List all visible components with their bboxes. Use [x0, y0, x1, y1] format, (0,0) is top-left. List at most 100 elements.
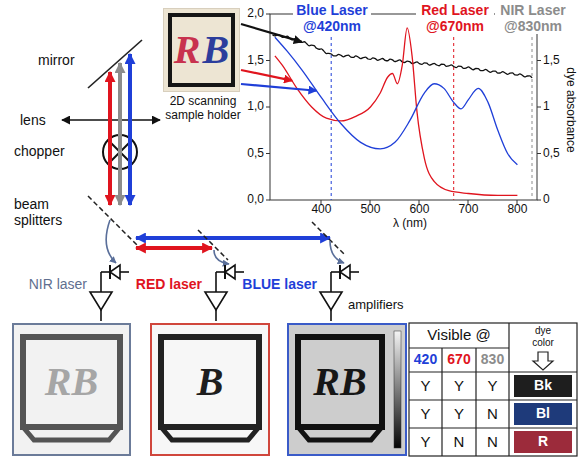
beam-pointer: [106, 220, 116, 263]
node-text: Bk: [534, 378, 552, 393]
node-text: B: [203, 28, 230, 72]
absorbance-curve: [272, 35, 532, 78]
amplifier-symbol: [320, 292, 342, 310]
laser-label: NIR Laser @830nm: [495, 2, 571, 34]
scan-image: RB: [287, 323, 407, 456]
plot-frame: [270, 14, 537, 200]
grey-scale-bar: [394, 331, 401, 448]
wire: [100, 310, 102, 321]
axis-title: λ (nm): [393, 217, 427, 231]
table-cell: Y: [454, 405, 464, 422]
part-label: lens: [20, 112, 46, 128]
scan-image: B: [150, 323, 270, 456]
axis-tick-label: 0,5: [247, 147, 264, 161]
table-cell: N: [487, 433, 498, 450]
table-grid: [409, 323, 577, 456]
blue-beam: [128, 54, 132, 205]
table-rule: [409, 371, 577, 372]
amplifier-symbol: [205, 292, 227, 310]
beam-pointer: [330, 241, 344, 263]
table-cell: Y: [420, 405, 430, 422]
part-label: chopper: [14, 143, 65, 159]
table-cell: N: [487, 405, 498, 422]
scan-frame: [298, 337, 382, 427]
wire: [215, 272, 217, 292]
wire: [215, 310, 217, 321]
tick: [266, 14, 270, 15]
tick: [266, 153, 270, 154]
blue-beam: [136, 236, 330, 240]
leader-arrow: [241, 84, 317, 91]
dye-color-cell: R: [514, 431, 572, 453]
table-header: 420: [414, 351, 437, 367]
laser-label: Red Laser @670nm: [416, 2, 494, 34]
laser-label: Blue Laser @420nm: [293, 2, 371, 34]
axis-tick-label: 1,0: [247, 100, 264, 114]
beam-splitter: [312, 222, 344, 254]
tick: [537, 153, 541, 154]
mirror-line: [88, 40, 142, 88]
node-text: RB: [45, 360, 98, 404]
scan-frame: [298, 427, 382, 440]
photodiode-symbol: [225, 265, 235, 279]
part-label: beam splitters: [14, 196, 76, 228]
table-rule: [475, 348, 476, 456]
axis-tick-label: 800: [507, 203, 527, 217]
table-header: 670: [447, 351, 470, 367]
laser-line: [532, 37, 533, 200]
tick: [537, 107, 541, 108]
wire: [330, 272, 332, 292]
axis-tick-label: 600: [409, 203, 429, 217]
beam-splitter: [198, 230, 228, 260]
axis-tick-label: 500: [360, 203, 380, 217]
axis-title: dye absorbance: [563, 67, 577, 152]
table-cell: N: [454, 433, 465, 450]
wire: [100, 272, 102, 292]
wire: [330, 310, 332, 321]
detector-label: RED laser: [136, 276, 202, 292]
table-cell: Y: [420, 377, 430, 394]
tick: [266, 200, 270, 201]
absorbance-curves: [241, 24, 532, 195]
table-cell: Y: [454, 377, 464, 394]
table-cell: Y: [487, 377, 497, 394]
paper-frame: [170, 15, 233, 85]
photodiode-symbol: [224, 265, 226, 279]
tick: [537, 60, 541, 61]
beam-splitter: [88, 196, 140, 248]
photodiode-symbol: [109, 265, 111, 279]
part-label: amplifiers: [348, 298, 404, 313]
tick: [537, 200, 541, 201]
table-rule: [441, 348, 442, 456]
absorbance-curve: [275, 28, 518, 195]
table-rule: [409, 399, 577, 400]
absorbance-curve: [275, 37, 518, 164]
node-text: RB: [313, 360, 366, 404]
dye-color-cell: Bk: [514, 375, 572, 397]
sample-holder: RB: [163, 8, 240, 92]
nir-beam: [118, 63, 122, 205]
table-rule: [409, 427, 577, 428]
laser-line: [331, 37, 332, 200]
node-text: R: [174, 28, 201, 72]
axis-tick-label: 2,0: [247, 7, 264, 21]
tick: [266, 60, 270, 61]
red-beam: [136, 246, 212, 250]
beam-pointer: [214, 250, 229, 264]
node-text: R: [538, 434, 548, 449]
dye-color-cell: Bl: [514, 403, 572, 425]
table-header: Visible @: [427, 326, 490, 343]
part-label: 2D scanning sample holder: [162, 95, 244, 123]
axis-tick-label: 1,5: [247, 54, 264, 68]
table-border: [409, 323, 577, 456]
photodiode-symbol: [110, 265, 120, 279]
axis-tick-label: 0,5: [543, 147, 560, 161]
table-header: dye color: [524, 325, 562, 348]
node-text: Bl: [536, 406, 550, 421]
photodiode-symbol: [339, 265, 341, 279]
axis-tick-label: 700: [458, 203, 478, 217]
scan-frame: [161, 427, 259, 440]
axis-tick-label: 1: [543, 100, 550, 114]
table-rule: [409, 347, 509, 348]
